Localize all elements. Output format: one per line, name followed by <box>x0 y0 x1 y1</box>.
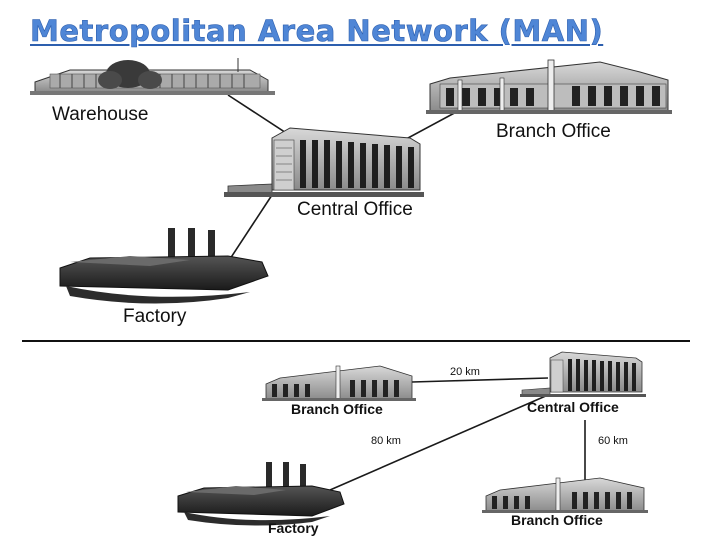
warehouse-icon <box>30 58 275 95</box>
central-office-label: Central Office <box>297 199 413 220</box>
branch-office-bottom-right-label: Branch Office <box>511 512 603 528</box>
page-title: Metropolitan Area Network (MAN) <box>30 14 604 49</box>
link-factory-central <box>227 194 273 263</box>
distance-label-branch: 20 km <box>450 366 480 378</box>
central-office-bottom-label: Central Office <box>527 399 619 415</box>
branch-office-bottom-left-label: Branch Office <box>291 401 383 417</box>
branch-office-icon <box>426 59 672 114</box>
branch-office-bottom-left-icon <box>262 365 416 401</box>
link-factory-central-bottom <box>329 394 549 491</box>
factory-label: Factory <box>123 306 187 327</box>
distance-label-factory: 80 km <box>371 435 401 447</box>
branch-office-bottom-right-icon <box>482 477 648 513</box>
branch-office-label: Branch Office <box>496 121 611 142</box>
factory-icon <box>59 228 269 304</box>
factory-bottom-icon <box>177 462 345 526</box>
central-office-bottom-icon <box>520 351 646 397</box>
distance-label-branch-bottom: 60 km <box>598 435 628 447</box>
central-office-icon <box>224 127 424 197</box>
warehouse-label: Warehouse <box>52 104 148 125</box>
link-branch-central-bottom <box>411 377 549 383</box>
factory-bottom-label: Factory <box>268 520 319 536</box>
